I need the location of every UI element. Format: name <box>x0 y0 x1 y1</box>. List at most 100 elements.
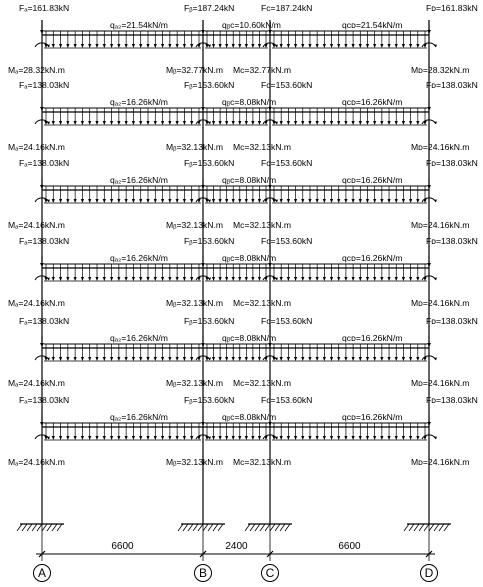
force-arrowhead <box>268 343 272 347</box>
load-arrowhead <box>182 44 187 48</box>
load-arrowhead <box>109 357 114 361</box>
load-arrowhead <box>139 44 143 48</box>
load-arrowhead <box>168 436 172 440</box>
force-label-c: Fᴄ=153.60kN <box>261 158 312 168</box>
load-arrowhead <box>73 436 77 440</box>
load-arrowhead <box>308 436 312 440</box>
load-arrowhead <box>124 277 128 281</box>
load-arrowhead <box>409 436 413 440</box>
load-arrowhead <box>286 44 290 48</box>
force-label-b: Fᵦ=153.60kN <box>184 316 234 326</box>
load-arrowhead <box>88 199 92 203</box>
moment-label: Mₐ=28.32kN.m <box>8 65 65 75</box>
load-arrowhead <box>109 277 114 281</box>
load-arrowhead <box>153 277 157 281</box>
load-arrowhead <box>139 357 143 361</box>
force-arrowhead <box>268 422 272 426</box>
load-arrowhead <box>286 277 290 281</box>
load-arrowhead <box>423 357 427 361</box>
load-arrowhead <box>387 357 391 361</box>
moment-label: Mₐ=24.16kN.m <box>8 298 65 308</box>
dimension-tick <box>266 550 274 558</box>
ground-hatch <box>408 523 415 532</box>
force-arrowhead <box>201 263 205 267</box>
load-arrowhead <box>153 44 157 48</box>
load-arrowhead <box>95 121 99 125</box>
force-label-d: Fᴅ=138.03kN <box>426 158 478 168</box>
load-arrowhead <box>88 44 92 48</box>
load-arrowhead <box>66 121 70 125</box>
load-arrowhead <box>337 44 341 48</box>
axis-bubble <box>194 564 212 582</box>
load-arrowhead <box>190 44 194 48</box>
load-arrowhead <box>51 277 55 281</box>
load-label: qₐ₂=16.26kN/m <box>110 412 168 422</box>
ground-hatch <box>202 523 209 532</box>
load-arrowhead <box>257 357 262 361</box>
load-arrowhead <box>423 436 427 440</box>
load-arrowhead <box>66 199 70 203</box>
ground-hatch <box>279 523 286 532</box>
load-arrowhead <box>211 121 216 125</box>
span-dimension: 2400 <box>225 541 248 552</box>
axis-label-d: D <box>425 566 434 580</box>
load-arrowhead <box>315 121 319 125</box>
load-arrowhead <box>131 357 136 361</box>
load-arrowhead <box>394 199 398 203</box>
load-arrowhead <box>365 357 370 361</box>
load-arrowhead <box>244 277 248 281</box>
moment-label: Mᴄ=32.13kN.m <box>233 378 291 388</box>
load-arrowhead <box>351 121 355 125</box>
load-arrowhead <box>160 199 165 203</box>
load-arrowhead <box>231 436 235 440</box>
load-arrowhead <box>131 121 136 125</box>
load-arrowhead <box>153 357 157 361</box>
load-arrowhead <box>416 277 420 281</box>
load-arrowhead <box>197 357 201 361</box>
axis-label-b: B <box>199 566 207 580</box>
load-arrowhead <box>131 436 136 440</box>
force-arrowhead <box>268 30 272 34</box>
ground-hatch <box>428 523 435 532</box>
load-arrowhead <box>329 121 334 125</box>
load-arrowhead <box>58 357 63 361</box>
moment-label: Mₐ=24.16kN.m <box>8 378 65 388</box>
load-arrowhead <box>315 277 319 281</box>
load-arrowhead <box>329 277 334 281</box>
ground-hatch <box>207 523 214 532</box>
load-arrowhead <box>301 277 305 281</box>
load-arrowhead <box>225 277 229 281</box>
force-label-b: Fᵦ=187.24kN <box>184 3 234 13</box>
moment-arrowhead <box>207 121 211 124</box>
force-arrowhead <box>40 343 44 347</box>
moment-label: Mᴄ=32.13kN.m <box>233 457 291 467</box>
ground-hatch <box>259 523 266 532</box>
force-arrowhead <box>201 185 205 189</box>
force-label-c: Fᴄ=153.60kN <box>261 236 312 246</box>
load-arrowhead <box>351 357 355 361</box>
load-label: qₐ₂=16.26kN/m <box>110 253 168 263</box>
load-arrowhead <box>117 44 121 48</box>
load-arrowhead <box>168 357 172 361</box>
load-arrowhead <box>95 436 99 440</box>
load-arrowhead <box>238 357 242 361</box>
axis-label-c: C <box>266 566 275 580</box>
load-arrowhead <box>160 277 165 281</box>
load-arrowhead <box>293 277 298 281</box>
load-arrowhead <box>175 436 179 440</box>
load-arrowhead <box>182 357 187 361</box>
load-arrowhead <box>264 357 268 361</box>
load-arrowhead <box>58 121 63 125</box>
force-label-a: Fₐ=138.03kN <box>19 395 69 405</box>
load-arrowhead <box>124 199 128 203</box>
load-arrowhead <box>225 121 229 125</box>
load-arrowhead <box>279 277 283 281</box>
load-arrowhead <box>279 436 283 440</box>
force-label-b: Fᵦ=153.60kN <box>184 158 234 168</box>
moment-arrowhead <box>274 199 278 202</box>
ground-hatch <box>418 523 425 532</box>
load-arrowhead <box>131 44 136 48</box>
axis-label-a: A <box>38 566 46 580</box>
load-arrowhead <box>153 199 157 203</box>
load-arrowhead <box>238 199 242 203</box>
